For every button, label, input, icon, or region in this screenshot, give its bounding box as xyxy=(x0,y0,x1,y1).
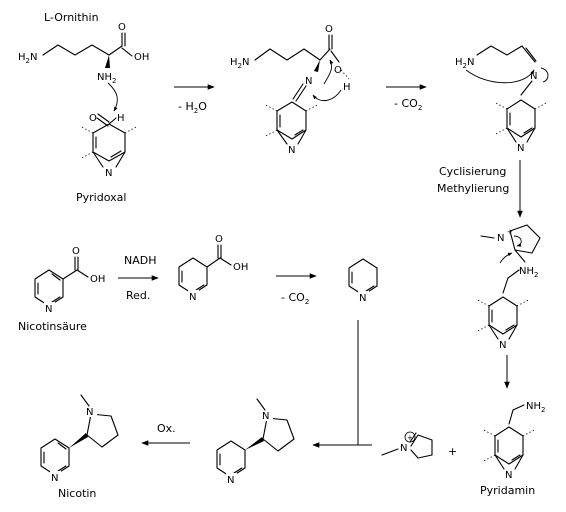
imine-h2n-label: H2N xyxy=(455,57,474,70)
nicotine-molecule: N N Nicotin xyxy=(40,394,119,500)
dihydronicotinic-oh: OH xyxy=(233,262,248,273)
decarboxylated-imine: H2N N N xyxy=(455,45,549,154)
dihydronicotine-n: N xyxy=(262,411,269,422)
schiff-n: N xyxy=(305,76,312,87)
nicotinic-acid-ring xyxy=(34,269,64,307)
nicotinic-acid-label: Nicotinsäure xyxy=(18,320,87,333)
pyridamine-ring xyxy=(494,426,524,465)
dihydronicotinic-ring xyxy=(178,257,208,295)
pyrrolinium-n: N xyxy=(400,443,407,454)
dihydronicotine-pyridine-ring xyxy=(216,440,246,478)
dihydropyridine-n: N xyxy=(359,293,366,304)
intermediate-attack-arrow xyxy=(499,252,513,264)
schiff-chain xyxy=(254,48,331,61)
condition-reduction: Red. xyxy=(126,289,150,302)
nicotine-pyrrolidine-ring xyxy=(86,413,119,448)
schiff-ring xyxy=(276,101,307,140)
dihydronicotinic-acid-molecule: N O OH xyxy=(178,234,248,303)
intermediate-nh2: NH2 xyxy=(519,266,538,279)
ornithine-carbonyl-o: O xyxy=(118,22,126,33)
condition-methylation: Methylierung xyxy=(437,182,509,195)
pyridamine-molecule: NH2 N Pyridamin xyxy=(480,401,545,497)
intermediate-pyrrolidine-ring xyxy=(509,224,541,254)
plus-sign: + xyxy=(448,445,457,458)
schiff-h2n-label: H2N xyxy=(230,57,249,70)
pyrrolinium-ring xyxy=(410,434,433,459)
dihydronicotinic-n: N xyxy=(189,292,196,303)
nicotine-pyridine-ring xyxy=(40,438,70,476)
ornithine-oh: OH xyxy=(134,52,149,63)
nicotinic-acid-n: N xyxy=(45,304,52,315)
intermediate-electron-arrow xyxy=(513,235,522,247)
condition-minus-water: - H2O xyxy=(178,100,207,115)
dihydropyridine-molecule: N xyxy=(348,258,378,304)
schiff-electron-arrow-1 xyxy=(323,59,334,85)
ornithine-label: L-Ornithin xyxy=(44,11,99,24)
pyridamine-n: N xyxy=(505,470,512,481)
imine-n: N xyxy=(530,71,537,82)
pyridoxal-n: N xyxy=(105,168,112,179)
schiff-o: O xyxy=(334,65,342,76)
schiff-h: H xyxy=(343,82,351,93)
schiff-base-intermediate: H2N O O H N N xyxy=(230,24,351,156)
nicotine-wedge xyxy=(69,433,88,448)
nicotinic-acid-oh: OH xyxy=(90,274,105,285)
attack-arrow-1 xyxy=(107,82,118,112)
ornithine-h2n-label: H2N xyxy=(18,52,37,65)
condition-minus-co2-b: - CO2 xyxy=(281,291,309,306)
pyridoxal-o: O xyxy=(89,113,97,124)
intermediate-pyridine-ring xyxy=(488,296,518,335)
ornithine-wedge xyxy=(105,55,110,68)
nicotine-pyridine-n: N xyxy=(51,473,58,484)
ornithine-molecule: L-Ornithin H2N O OH NH2 xyxy=(18,11,149,112)
dihydronicotine-molecule: N N xyxy=(216,398,295,486)
schiff-ring-n: N xyxy=(288,145,295,156)
pyrrolinium-plus: + xyxy=(407,434,413,442)
condition-cyclization: Cyclisierung xyxy=(439,165,506,178)
pyridamine-label: Pyridamin xyxy=(480,484,535,497)
dihydronicotinic-o: O xyxy=(215,234,223,245)
nicotinic-acid-molecule: N O OH Nicotinsäure xyxy=(18,246,105,333)
ornithine-chain xyxy=(42,44,123,56)
condition-oxidation: Ox. xyxy=(157,422,176,435)
condition-nadh: NADH xyxy=(124,254,157,267)
nicotine-n: N xyxy=(86,407,93,418)
pyridoxal-ring xyxy=(92,123,126,162)
intermediate-pyridine-n: N xyxy=(499,340,506,351)
methylpyrrolinium-molecule: N + xyxy=(381,431,433,459)
intermediate-n-plus: + xyxy=(507,228,513,236)
pyrrolidine-intermediate: N + NH2 N xyxy=(475,224,541,351)
dihydropyridine-ring xyxy=(348,258,378,296)
dihydronicotine-wedge xyxy=(245,437,264,450)
pyridoxal-label: Pyridoxal xyxy=(76,191,126,204)
pyridoxal-molecule: O H N Pyridoxal xyxy=(76,113,139,204)
pyridamine-nh2: NH2 xyxy=(526,401,545,414)
dihydronicotine-pyrrolidine-ring xyxy=(262,417,295,452)
imine-chain xyxy=(476,45,536,63)
pyridoxal-h: H xyxy=(117,113,125,124)
schiff-electron-arrow-2 xyxy=(312,89,342,101)
dihydronicotine-pyridine-n: N xyxy=(227,475,234,486)
intermediate-n: N xyxy=(497,233,504,244)
ornithine-nh2-label: NH2 xyxy=(97,72,116,85)
nicotine-label: Nicotin xyxy=(58,487,96,500)
imine-ring-n: N xyxy=(517,143,524,154)
imine-ring xyxy=(506,99,536,138)
imine-attack-arrow xyxy=(465,69,535,84)
condition-minus-co2-a: - CO2 xyxy=(394,97,422,112)
schiff-carbonyl-o: O xyxy=(325,24,333,35)
nicotinic-acid-o: O xyxy=(72,246,80,257)
